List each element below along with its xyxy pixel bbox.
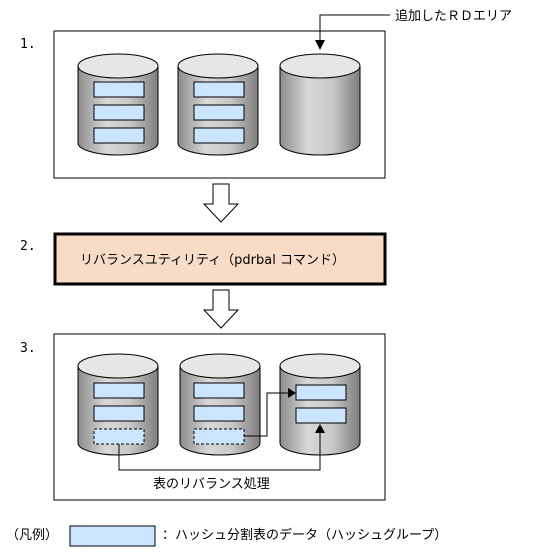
new-rd-area-cylinder xyxy=(279,353,361,456)
step-2-label: 2. xyxy=(20,239,36,254)
rd-area-cylinder xyxy=(77,53,159,156)
callout-arrowhead xyxy=(315,40,325,50)
utility-label: リバランスユティリティ（pdrbal コマンド） xyxy=(80,253,345,268)
rebalance-label: 表のリバランス処理 xyxy=(153,477,270,492)
hash-group-block xyxy=(295,384,347,401)
hash-group-block xyxy=(93,81,145,98)
legend-swatch xyxy=(69,525,156,547)
step-1-label: 1. xyxy=(20,37,36,52)
hash-group-block xyxy=(193,405,245,422)
hash-group-block xyxy=(295,407,347,424)
step-3-label: 3. xyxy=(20,341,36,356)
hash-group-block xyxy=(193,81,245,98)
rebalance-arrowhead xyxy=(288,388,296,398)
legend-prefix: （凡例） xyxy=(6,528,58,543)
utility-box xyxy=(53,232,387,286)
rd-area-cylinder xyxy=(177,53,259,156)
callout-line xyxy=(319,14,390,42)
flow-arrow-icon xyxy=(202,183,240,223)
rebalance-arrow xyxy=(244,392,290,437)
new-rd-area-cylinder xyxy=(279,53,361,156)
moved-hash-group-block xyxy=(193,428,245,445)
rd-area-cylinder xyxy=(77,353,159,456)
rd-area-cylinder xyxy=(179,353,261,456)
rebalance-arrow xyxy=(118,431,321,471)
hash-group-block xyxy=(193,127,245,144)
legend-description: ：ハッシュ分割表のデータ（ハッシュグループ） xyxy=(162,527,447,543)
moved-hash-group-block xyxy=(93,428,145,445)
hash-group-block xyxy=(93,405,145,422)
hash-group-block xyxy=(93,127,145,144)
new-rd-area-label: 追加したＲＤエリア xyxy=(395,8,512,24)
flow-arrow-icon xyxy=(202,289,240,329)
rebalance-arrowhead xyxy=(315,424,325,433)
hash-group-block xyxy=(93,382,145,399)
hash-group-block xyxy=(193,382,245,399)
hash-group-block xyxy=(193,104,245,121)
hash-group-block xyxy=(93,104,145,121)
